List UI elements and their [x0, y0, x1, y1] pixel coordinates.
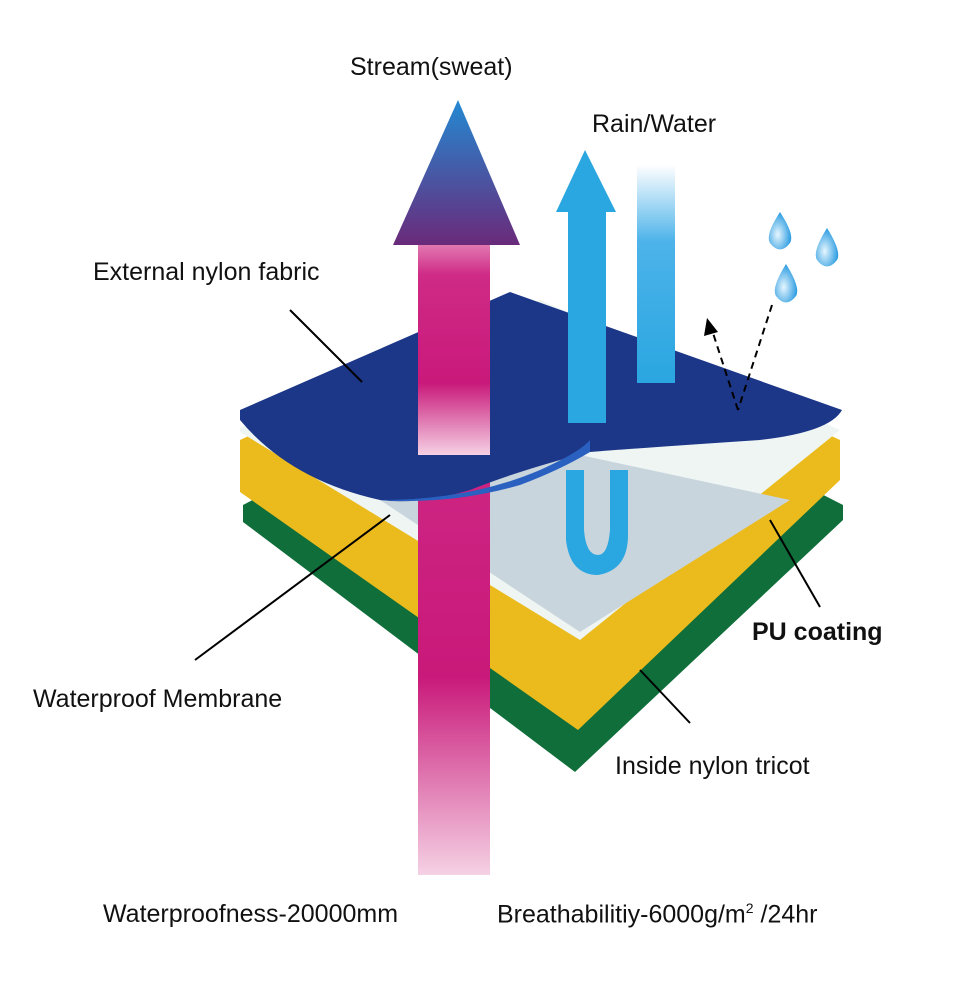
rain-arrow-shaft [568, 208, 606, 423]
water-u-shape [566, 470, 628, 575]
leader-lines [194, 309, 821, 724]
external-nylon-fabric-layer [240, 292, 842, 502]
peeled-fabric-curl [380, 440, 590, 501]
breathability-superscript: 2 [745, 900, 754, 916]
dashed-repel-arrow [711, 304, 773, 411]
steam-label: Stream(sweat) [350, 53, 513, 81]
rain-arrow-head [556, 150, 616, 212]
external-fabric-label: External nylon fabric [93, 258, 320, 286]
breathability-unit: /24hr [753, 900, 818, 929]
waterproofness-spec: Waterproofness-20000mm [103, 900, 399, 928]
water-drop-icon [815, 228, 839, 267]
arrowhead-icon [704, 318, 718, 336]
breathability-text: Breathabilitiy-6000g/m [497, 900, 746, 929]
water-drop-icon [774, 264, 798, 303]
pu-coating-label: PU coating [752, 618, 883, 646]
steam-arrow-shaft-upper [418, 215, 490, 455]
water-drop-icon [768, 212, 792, 250]
tricot-label: Inside nylon tricot [615, 752, 810, 780]
membrane-label: Waterproof Membrane [33, 685, 283, 713]
rain-stripe [637, 165, 675, 383]
breathability-spec: Breathabilitiy-6000g/m2 /24hr [497, 900, 817, 929]
steam-arrow-head [393, 100, 520, 245]
rain-label: Rain/Water [592, 110, 717, 138]
